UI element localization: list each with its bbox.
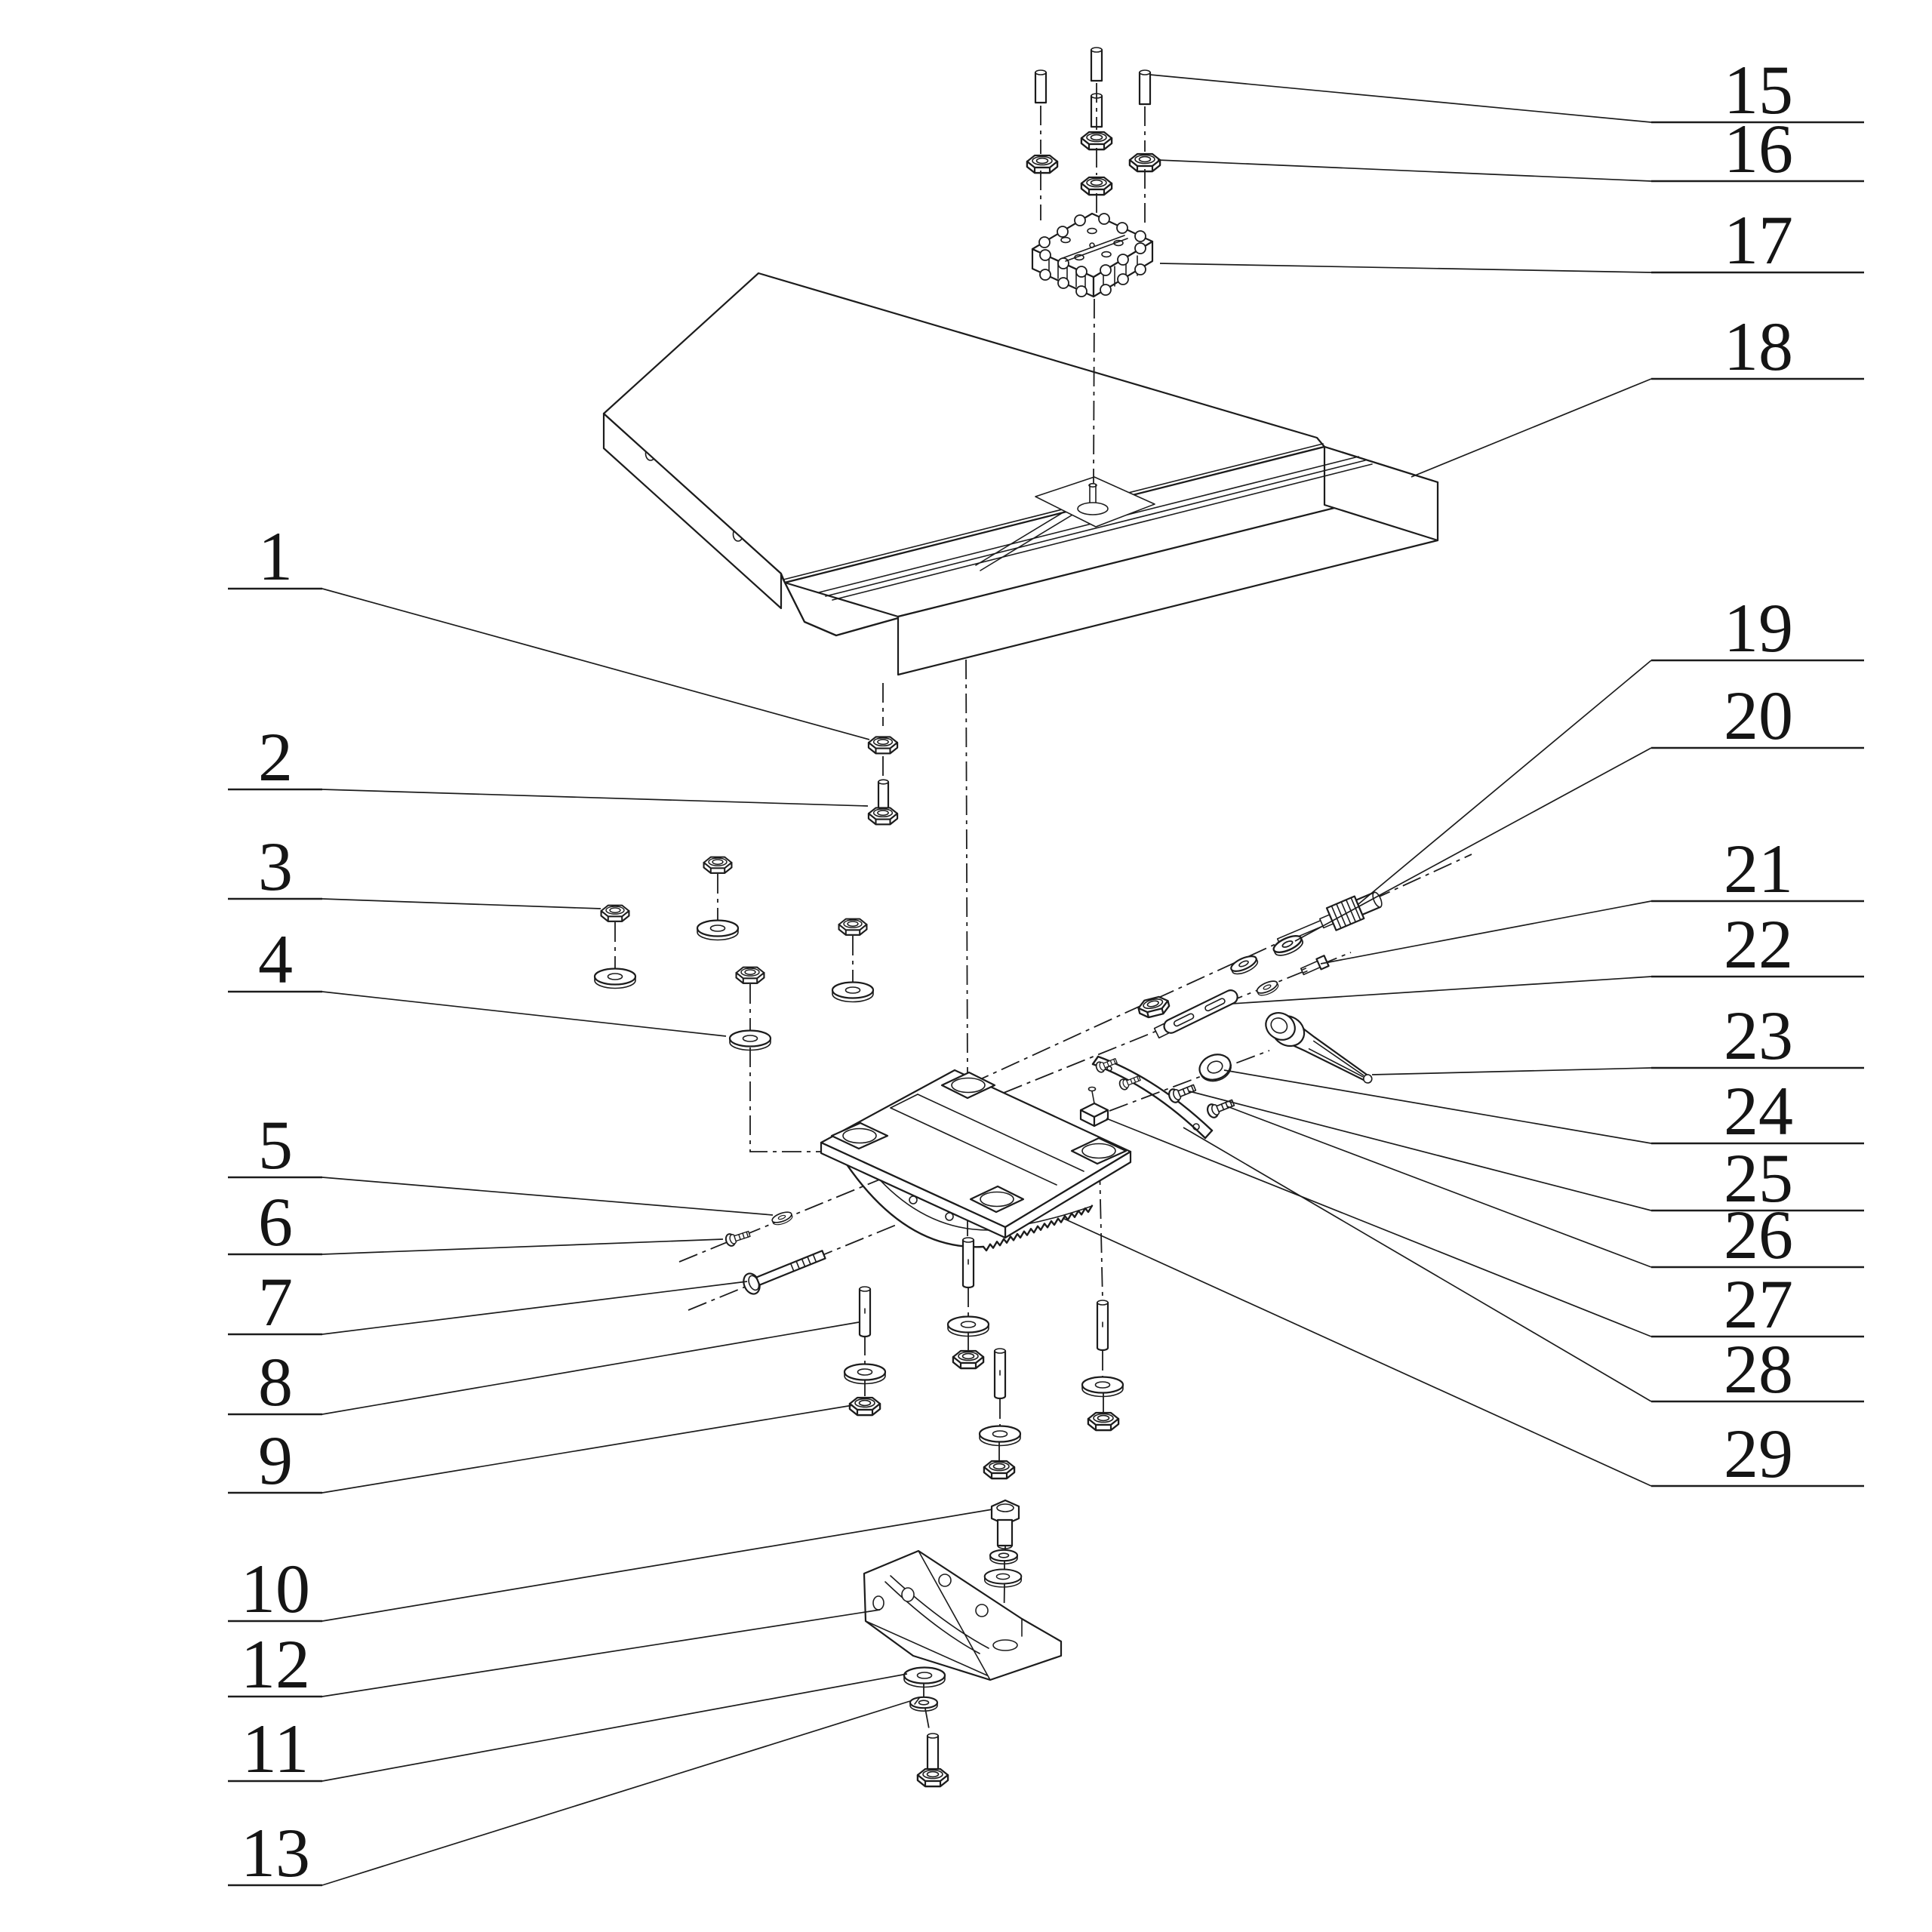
- trunnion-plate: [820, 1069, 1132, 1252]
- washer: [593, 968, 637, 989]
- callout-24: 24: [1724, 1072, 1793, 1149]
- callout-29: 29: [1724, 1415, 1793, 1492]
- washer-4: [728, 1029, 772, 1051]
- screw-6: [723, 1227, 752, 1248]
- leader-line-13: [321, 1700, 911, 1886]
- leader-line-8: [321, 1321, 860, 1415]
- callout-4: 4: [258, 921, 293, 998]
- washer: [1228, 952, 1261, 978]
- callout-1: 1: [258, 518, 293, 595]
- leader-line-15: [1149, 74, 1652, 123]
- set-screw-21: [1300, 955, 1330, 976]
- leader-line-7: [321, 1281, 748, 1335]
- leader-line-23: [1371, 1067, 1652, 1075]
- leader-line-25: [1189, 1091, 1652, 1211]
- callout-15: 15: [1724, 51, 1793, 128]
- nut: [703, 856, 733, 874]
- clamp-block: [1079, 1086, 1109, 1128]
- stud-right: [1138, 69, 1152, 106]
- lock-lever: [1265, 1011, 1373, 1084]
- star-knob-group: [1026, 47, 1161, 298]
- callout-10: 10: [241, 1550, 310, 1627]
- callout-11: 11: [242, 1710, 309, 1787]
- star-knob: [1031, 212, 1154, 298]
- bolt-10: [990, 1499, 1020, 1549]
- leader-line-24: [1223, 1069, 1652, 1144]
- leader-line-12: [321, 1609, 881, 1697]
- washer-20: [1270, 931, 1306, 960]
- callout-13: 13: [241, 1814, 310, 1891]
- callout-9: 9: [258, 1422, 293, 1499]
- leader-line-6: [321, 1238, 724, 1255]
- washer: [831, 981, 875, 1003]
- washer-11: [903, 1666, 946, 1688]
- leader-line-29: [1062, 1217, 1652, 1487]
- leader-line-10: [321, 1509, 993, 1622]
- leader-line-16: [1157, 159, 1652, 182]
- leader-line-17: [1159, 263, 1652, 273]
- sector-gear-teeth: [982, 1204, 1094, 1252]
- bolt-2: [867, 779, 899, 826]
- leader-line-21: [1320, 900, 1652, 964]
- leader-line-18: [1411, 378, 1652, 478]
- callout-20: 20: [1724, 677, 1793, 754]
- callout-8: 8: [258, 1343, 293, 1420]
- leader-line-2: [321, 789, 869, 807]
- washer-5: [770, 1209, 795, 1228]
- callout-6: 6: [258, 1183, 293, 1260]
- screw: [1094, 1055, 1119, 1075]
- callout-5: 5: [258, 1106, 293, 1183]
- callout-19: 19: [1724, 589, 1793, 666]
- callout-3: 3: [258, 828, 293, 905]
- leader-line-20: [1294, 747, 1652, 942]
- leader-line-11: [321, 1673, 908, 1782]
- support-bracket: [863, 1549, 1063, 1681]
- stud-left: [1034, 69, 1048, 104]
- leader-line-28: [1183, 1127, 1652, 1402]
- leader-line-5: [321, 1177, 774, 1216]
- callout-27: 27: [1724, 1266, 1793, 1343]
- bolt-7: [743, 1250, 826, 1295]
- callout-2: 2: [258, 718, 293, 795]
- callout-18: 18: [1724, 308, 1793, 385]
- callout-12: 12: [241, 1626, 310, 1703]
- nut: [838, 918, 868, 936]
- callout-26: 26: [1724, 1196, 1793, 1273]
- nut-1: [867, 736, 899, 755]
- leader-line-9: [321, 1404, 854, 1494]
- lock-washer: [909, 1696, 939, 1712]
- callouts-left: 1 2 3 4 5 6 7 8 9 10 12 11 13: [228, 518, 322, 1891]
- leader-line-27: [1106, 1118, 1652, 1337]
- callout-7: 7: [258, 1263, 293, 1340]
- washer: [989, 1549, 1019, 1565]
- nut: [1136, 994, 1172, 1020]
- leader-line-1: [321, 588, 870, 740]
- callout-22: 22: [1724, 906, 1793, 983]
- table-top: [602, 272, 1439, 676]
- callout-21: 21: [1724, 830, 1793, 907]
- leader-lines: [321, 74, 1652, 1886]
- washer: [1254, 978, 1281, 998]
- callout-28: 28: [1724, 1331, 1793, 1407]
- callout-25: 25: [1724, 1140, 1793, 1217]
- nut: [735, 966, 765, 984]
- tie-rod-22: [1153, 989, 1238, 1039]
- callout-16: 16: [1724, 110, 1793, 187]
- leader-line-3: [321, 898, 601, 909]
- leader-line-19: [1358, 660, 1652, 905]
- table-insert: [1035, 476, 1155, 528]
- leader-line-4: [321, 991, 727, 1037]
- bolt-13: [916, 1733, 949, 1788]
- callouts-right: 15 16 17 18 19 20 21 22 23 24 25 26 27 2…: [1651, 51, 1864, 1492]
- leader-line-22: [1231, 976, 1652, 1004]
- nut-3: [600, 904, 630, 922]
- callout-23: 23: [1724, 997, 1793, 1074]
- leader-line-26: [1226, 1106, 1652, 1268]
- washer: [983, 1568, 1023, 1588]
- tilt-pointer: [1091, 1055, 1214, 1140]
- clamp-washer-24: [1198, 1054, 1232, 1082]
- washer: [696, 919, 740, 941]
- callout-17: 17: [1724, 202, 1793, 278]
